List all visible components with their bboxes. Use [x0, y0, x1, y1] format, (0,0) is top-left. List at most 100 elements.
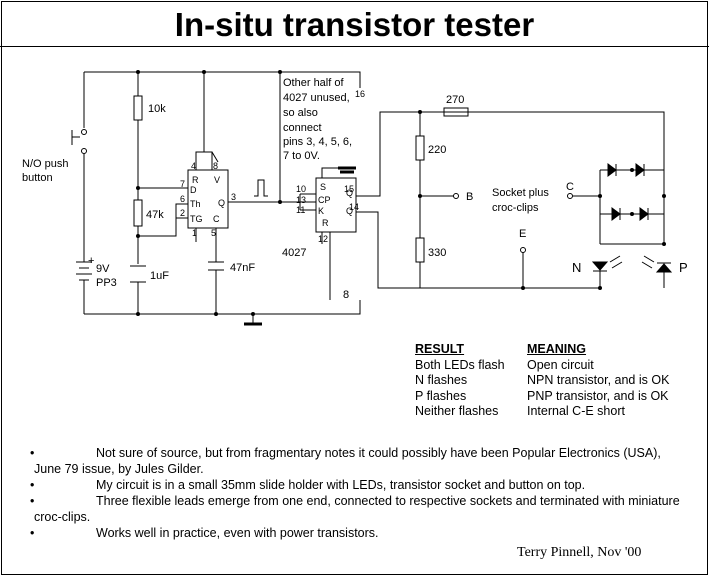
led-n-label: N	[572, 260, 581, 275]
timer-pin-tr: TG	[190, 214, 203, 224]
capacitor-1uf	[130, 265, 146, 283]
result-cell: Both LEDs flash	[415, 357, 505, 372]
timer-pin-2: 2	[180, 208, 185, 218]
timer-pin-3: 3	[231, 192, 236, 202]
bullet-icon: •	[30, 446, 35, 460]
timer-pin-r: R	[192, 175, 199, 185]
battery-label-2: PP3	[96, 277, 117, 289]
timer-pin-d: D	[190, 185, 197, 195]
diode-2	[635, 163, 645, 177]
bullet-icon: •	[30, 494, 35, 508]
timer-pin-8: 8	[213, 161, 218, 171]
timer-pin-7: 7	[180, 179, 185, 189]
note-text: My circuit is in a small 35mm slide hold…	[96, 478, 586, 492]
ff-pin-15: 15	[344, 184, 354, 194]
capacitor-1uf-label: 1uF	[150, 270, 169, 282]
terminal-b	[453, 193, 459, 199]
resistor-270-label: 270	[446, 94, 464, 106]
resistor-330	[415, 237, 425, 263]
capacitor-47nf-label: 47nF	[230, 262, 255, 274]
note-line-2: 4027 unused,	[283, 92, 350, 104]
led-p-label: P	[679, 260, 688, 275]
resistor-10k-label: 10k	[148, 103, 166, 115]
note-text: Three flexible leads emerge from one end…	[34, 494, 680, 524]
meaning-cell: Open circuit	[527, 357, 594, 372]
timer-pin-1: 1	[192, 228, 197, 238]
push-button-label-1: N/O push	[22, 158, 68, 170]
timer-ic	[187, 169, 229, 229]
meaning-cell: PNP transistor, and is OK	[527, 388, 669, 403]
title-divider	[0, 46, 709, 47]
ff-pin-11: 11	[296, 205, 305, 215]
result-cell: N flashes	[415, 373, 468, 387]
note-line-5: pins 3, 4, 5, 6,	[283, 136, 352, 148]
timer-pin-6: 6	[180, 194, 185, 204]
note-item: • Works well in practice, even with powe…	[30, 525, 680, 541]
ff-pin-s: S	[320, 182, 326, 192]
ff-pin-cp: CP	[318, 195, 331, 205]
pin8-label: 8	[343, 289, 349, 301]
terminal-e-label: E	[519, 228, 526, 240]
ff-pin-10: 10	[296, 184, 306, 194]
note-line-4: connect	[283, 122, 322, 134]
note-line-3: so also	[283, 107, 318, 119]
note-item: • My circuit is in a small 35mm slide ho…	[30, 477, 680, 493]
timer-pin-c: C	[213, 214, 220, 224]
diode-4	[639, 207, 649, 221]
capacitor-47nf	[208, 261, 224, 271]
note-item: • Three flexible leads emerge from one e…	[30, 493, 680, 525]
wire-top-rail	[84, 71, 361, 88]
diagram-title: In-situ transistor tester	[174, 6, 535, 43]
flipflop-ic	[315, 177, 357, 233]
author-signature: Terry Pinnell, Nov '00	[517, 545, 642, 560]
battery-plus: +	[88, 255, 94, 267]
result-cell: P flashes	[415, 388, 467, 403]
ff-pin-14: 14	[349, 202, 359, 212]
results-row: P flashes PNP transistor, and is OK	[415, 389, 669, 405]
bullet-icon: •	[30, 526, 35, 540]
pin16-label: 16	[355, 89, 365, 99]
terminal-b-label: B	[466, 191, 473, 203]
switch-actuator	[71, 130, 80, 145]
diode-1	[607, 163, 617, 177]
ff-pin-12: 12	[318, 234, 328, 244]
led-p	[655, 263, 673, 273]
resistor-330-label: 330	[428, 247, 446, 259]
ff-pin-k: K	[318, 206, 324, 216]
ff-pin-13: 13	[296, 195, 306, 205]
results-header: RESULT MEANING	[415, 342, 669, 358]
timer-pin-q: Q	[218, 198, 225, 208]
socket-label-2: croc-clips	[492, 202, 539, 214]
bullet-icon: •	[30, 478, 35, 492]
resistor-220-label: 220	[428, 144, 446, 156]
resistor-220	[415, 135, 425, 161]
results-table: RESULT MEANING Both LEDs flash Open circ…	[415, 342, 669, 420]
ground-vss	[338, 166, 356, 174]
result-header: RESULT	[415, 342, 465, 356]
ff-pin-q: Q	[346, 188, 353, 198]
battery-label-1: 9V	[96, 263, 110, 275]
socket-label-1: Socket plus	[492, 187, 549, 199]
diode-3	[611, 207, 621, 221]
results-row: Both LEDs flash Open circuit	[415, 358, 669, 374]
note-text: Works well in practice, even with power …	[96, 526, 379, 540]
resistor-47k	[133, 199, 143, 227]
timer-pin-4: 4	[191, 161, 196, 171]
note-text: Not sure of source, but from fragmentary…	[34, 446, 661, 476]
wire-bottom-rail	[84, 300, 361, 315]
ff-pin-qbar: Q	[346, 206, 353, 216]
ic-4027-label: 4027	[282, 247, 306, 259]
results-row: N flashes NPN transistor, and is OK	[415, 373, 669, 389]
switch-contact-top	[81, 129, 87, 135]
results-row: Neither flashes Internal C-E short	[415, 404, 669, 420]
timer-pin-5: 5	[211, 228, 216, 238]
timer-pin-v: V	[214, 175, 220, 185]
switch-contact-bottom	[81, 148, 87, 154]
note-line-1: Other half of	[283, 77, 344, 89]
terminal-e	[520, 247, 526, 253]
clock-pulse-symbol	[254, 179, 268, 197]
terminal-c-label: C	[566, 181, 574, 193]
meaning-header: MEANING	[527, 342, 587, 356]
